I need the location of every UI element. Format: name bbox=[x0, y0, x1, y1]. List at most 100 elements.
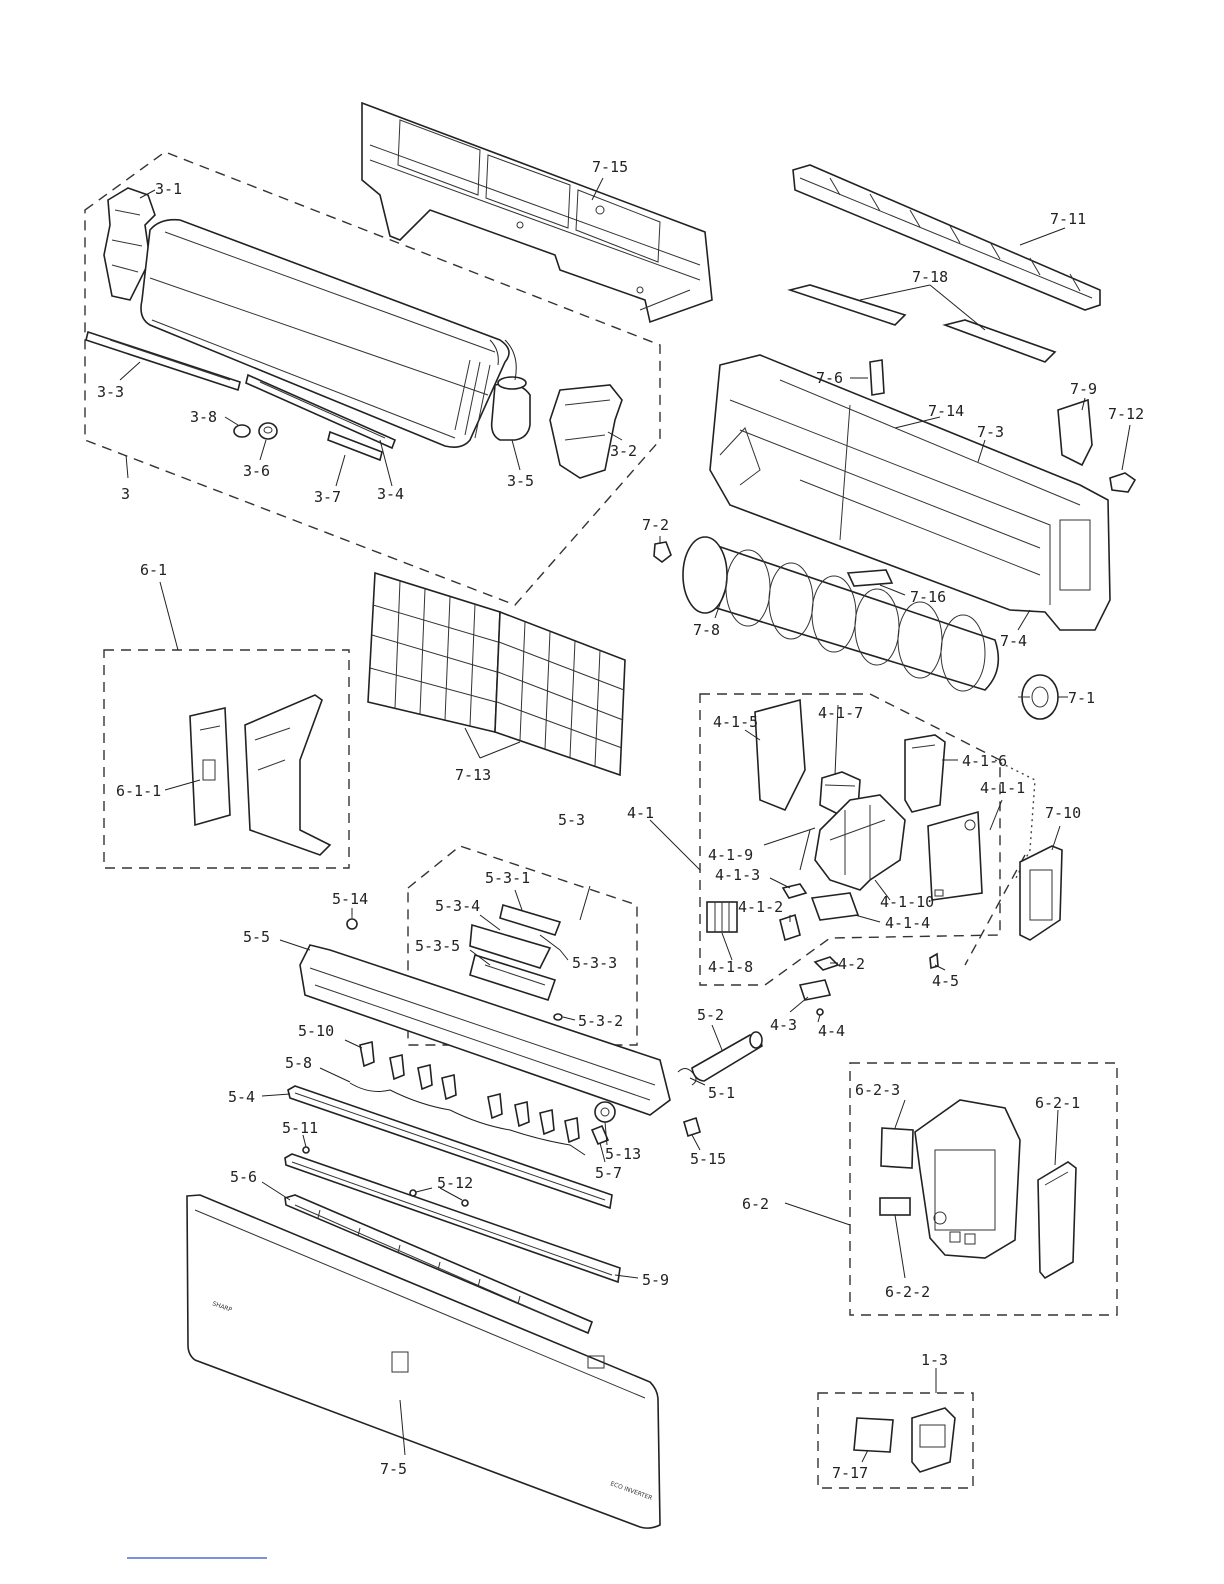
label-5-8: 5-8 bbox=[285, 1054, 312, 1072]
remote-cover bbox=[1037, 1161, 1077, 1280]
chassis-clip bbox=[869, 359, 885, 396]
label-6-2: 6-2 bbox=[742, 1195, 769, 1213]
label-3-8: 3-8 bbox=[190, 408, 217, 426]
label-7-2: 7-2 bbox=[642, 516, 669, 534]
callout-labels: 3-1 7-15 7-11 7-18 7-6 7-14 7-3 7-9 7-12… bbox=[97, 158, 1144, 1482]
label-7-6: 7-6 bbox=[816, 369, 843, 387]
evaporator-pipe bbox=[489, 339, 531, 441]
group-4-1-dotted-edge bbox=[994, 759, 1036, 881]
holder-4-3 bbox=[798, 979, 832, 1001]
label-6-2-1: 6-2-1 bbox=[1035, 1094, 1080, 1112]
link-5-7 bbox=[590, 1124, 610, 1146]
label-7-14: 7-14 bbox=[928, 402, 964, 420]
label-1-3: 1-3 bbox=[921, 1351, 948, 1369]
label-5-3-3: 5-3-3 bbox=[572, 954, 617, 972]
label-5-5: 5-5 bbox=[243, 928, 270, 946]
label-4-1-1: 4-1-1 bbox=[980, 779, 1025, 797]
label-3: 3 bbox=[121, 485, 130, 503]
label-4-1-9: 4-1-9 bbox=[708, 846, 753, 864]
side-frame-left bbox=[244, 694, 332, 856]
label-5-11: 5-11 bbox=[282, 1119, 318, 1137]
label-5-3-5: 5-3-5 bbox=[415, 937, 460, 955]
chassis-label bbox=[846, 569, 894, 587]
label-5-10: 5-10 bbox=[298, 1022, 334, 1040]
label-7-15: 7-15 bbox=[592, 158, 628, 176]
label-4-1-10: 4-1-10 bbox=[880, 893, 934, 911]
group-6-1-boundary bbox=[103, 649, 350, 869]
label-5-9: 5-9 bbox=[642, 1271, 669, 1289]
leader-lines bbox=[119, 177, 1131, 1463]
label-5-3-4: 5-3-4 bbox=[435, 897, 480, 915]
display-wire bbox=[539, 934, 561, 951]
label-6-1-1: 6-1-1 bbox=[116, 782, 161, 800]
vertical-louvers bbox=[359, 1040, 580, 1144]
display-lens bbox=[553, 1013, 563, 1021]
label-6-2-2: 6-2-2 bbox=[885, 1283, 930, 1301]
pcb bbox=[927, 810, 983, 901]
label-7-16: 7-16 bbox=[910, 588, 946, 606]
evaporator-left-end-plate bbox=[103, 187, 156, 301]
label-5-13: 5-13 bbox=[605, 1145, 641, 1163]
remote-holder-body bbox=[914, 1099, 1021, 1259]
label-5-7: 5-7 bbox=[595, 1164, 622, 1182]
label-6-2-3 bbox=[880, 1127, 914, 1169]
air-filter-left bbox=[367, 571, 501, 734]
clip-4-2 bbox=[813, 956, 840, 971]
air-filter-right bbox=[494, 610, 626, 777]
label-5-12: 5-12 bbox=[437, 1174, 473, 1192]
screw-4-4 bbox=[816, 1008, 824, 1016]
sensor-caps bbox=[233, 422, 278, 440]
label-4-2: 4-2 bbox=[838, 955, 865, 973]
label-7-17 bbox=[853, 1417, 894, 1453]
label-6-2-3: 6-2-3 bbox=[855, 1081, 900, 1099]
label-7-11: 7-11 bbox=[1050, 210, 1086, 228]
drain-rail-right bbox=[245, 373, 397, 450]
group-4-1-extension bbox=[964, 854, 1026, 966]
label-5-3: 5-3 bbox=[558, 811, 585, 829]
cross-flow-fan bbox=[682, 536, 1000, 692]
drain-pipe-insulation bbox=[691, 1031, 763, 1082]
group-boundaries bbox=[84, 151, 1118, 1489]
insulation-sheet bbox=[754, 698, 806, 812]
label-3-4: 3-4 bbox=[377, 485, 404, 503]
label-5-2: 5-2 bbox=[697, 1006, 724, 1024]
drain-clip-5-1 bbox=[677, 1068, 697, 1086]
label-5-4: 5-4 bbox=[228, 1088, 255, 1106]
group-6-2-boundary bbox=[849, 1062, 1118, 1316]
label-7-12: 7-12 bbox=[1108, 405, 1144, 423]
fan-motor bbox=[1018, 674, 1059, 720]
label-4-1-6: 4-1-6 bbox=[962, 752, 1007, 770]
label-4-5: 4-5 bbox=[932, 972, 959, 990]
louver-motor bbox=[594, 1101, 616, 1123]
label-4-3: 4-3 bbox=[770, 1016, 797, 1034]
sensor-wire bbox=[799, 829, 811, 871]
label-5-15: 5-15 bbox=[690, 1150, 726, 1168]
drain-rail-left bbox=[85, 330, 241, 392]
side-bracket bbox=[1057, 398, 1093, 467]
top-grille bbox=[792, 164, 1101, 311]
side-cover-left bbox=[189, 707, 231, 827]
front-panel bbox=[186, 1194, 661, 1529]
label-4-1-3: 4-1-3 bbox=[715, 866, 760, 884]
label-3-2: 3-2 bbox=[610, 442, 637, 460]
lower-vane bbox=[284, 1153, 621, 1284]
label-4-1-2: 4-1-2 bbox=[738, 898, 783, 916]
label-7-8: 7-8 bbox=[693, 621, 720, 639]
air-cleaning-filters bbox=[787, 284, 1057, 363]
remote-bracket bbox=[911, 1407, 956, 1473]
label-4-1-7: 4-1-7 bbox=[818, 704, 863, 722]
small-clip bbox=[1109, 472, 1137, 493]
label-7-1: 7-1 bbox=[1068, 689, 1095, 707]
bearing-5-15 bbox=[683, 1116, 701, 1138]
label-7-17: 7-17 bbox=[832, 1464, 868, 1482]
label-7-5: 7-5 bbox=[380, 1460, 407, 1478]
terminal-cover bbox=[904, 734, 946, 813]
connector-block bbox=[810, 892, 860, 921]
label-5-6: 5-6 bbox=[230, 1168, 257, 1186]
label-5-14: 5-14 bbox=[332, 890, 368, 908]
side-cover-right bbox=[1019, 845, 1063, 941]
label-5-3-2: 5-3-2 bbox=[578, 1012, 623, 1030]
display-bracket bbox=[499, 903, 562, 936]
mounting-plate bbox=[361, 101, 713, 324]
